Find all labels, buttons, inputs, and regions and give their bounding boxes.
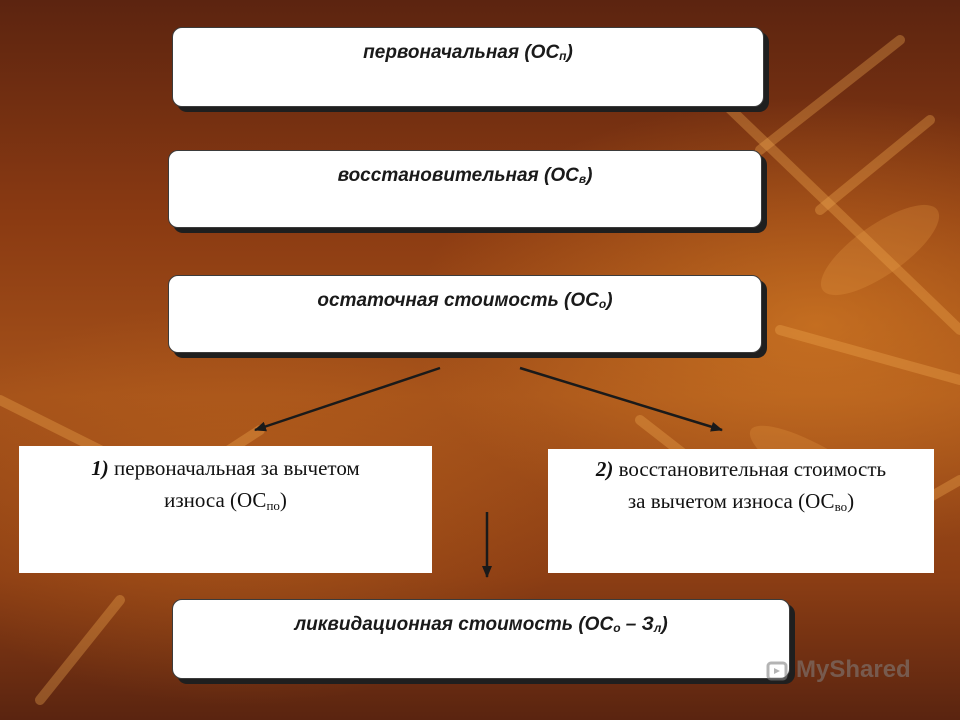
- watermark-logo-icon: [766, 661, 788, 681]
- box-replacement-less-depreciation-line2: за вычетом износа (ОСво): [627, 489, 855, 514]
- box-initial-less-depreciation-line2: износа (ОСпо): [164, 488, 287, 513]
- box-replacement-cost-label: восстановительная (ОСв): [337, 165, 593, 186]
- box-initial-less-depreciation: 1) первоначальная за вычетом износа (ОСп…: [19, 446, 432, 573]
- box-initial-cost-label: первоначальная (ОСп): [363, 42, 573, 63]
- box-replacement-less-depreciation: 2) восстановительная стоимость за вычето…: [548, 449, 934, 573]
- box-initial-less-depreciation-line1: 1) первоначальная за вычетом: [91, 456, 360, 480]
- box-replacement-less-depreciation-line1: 2) восстановительная стоимость: [595, 457, 887, 481]
- arrow-to-right: [519, 366, 723, 432]
- box-initial-cost: первоначальная (ОСп): [172, 27, 764, 107]
- box-liquidation-cost-label: ликвидационная стоимость (ОСо – Зл): [294, 614, 668, 635]
- box-residual-cost-label: остаточная стоимость (ОСо): [317, 290, 613, 311]
- box-liquidation-cost: ликвидационная стоимость (ОСо – Зл): [172, 599, 790, 679]
- box-residual-cost: остаточная стоимость (ОСо): [168, 275, 762, 353]
- box-replacement-cost: восстановительная (ОСв): [168, 150, 762, 228]
- watermark-text: MyShared: [796, 656, 911, 683]
- arrow-to-left: [254, 366, 441, 432]
